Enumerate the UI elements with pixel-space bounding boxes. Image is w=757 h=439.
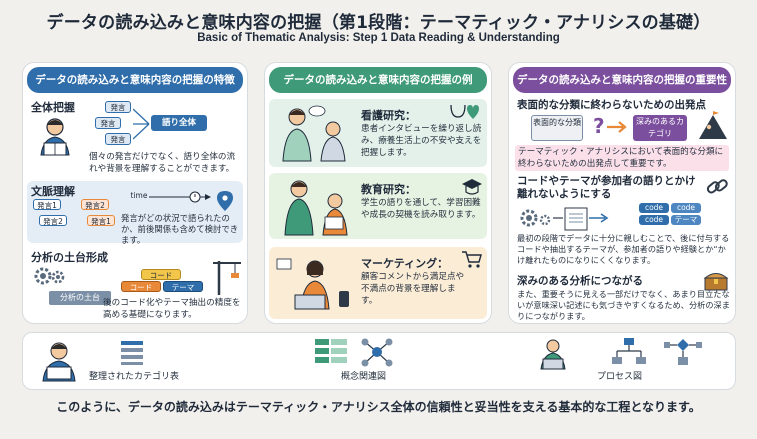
foundation-block: 分析の土台 [49, 291, 111, 305]
svg-text:?: ? [593, 114, 605, 138]
category-table-label: 整理されたカテゴリ表 [89, 372, 180, 382]
page-title: データの読み込みと意味内容の把握（第1段階：テーマティック・アナリシスの基礎） [46, 13, 711, 33]
time-label: time [130, 191, 148, 200]
shopping-cart-icon [462, 251, 482, 268]
climber-icon [699, 111, 727, 139]
close-to-narrative-title: コードやテーマが参加者の語りとかけ離れないようにする [517, 175, 696, 200]
converge-arrows-icon [133, 108, 150, 140]
code-tag-3: code [671, 203, 701, 213]
concept-map-icon [361, 338, 393, 367]
context-text: 発言がどの状況で語られたのか、前後関係も含めて検討できます。 [121, 213, 239, 245]
graduation-cap-icon [462, 179, 482, 195]
output-examples-panel: 整理されたカテゴリ表 概念関連図 [22, 332, 736, 390]
category-table-icon [121, 341, 143, 365]
marketing-text: 顧客コメントから満足点や不満点の背景を理解します。 [361, 272, 465, 306]
importance-card-header: データの読み込みと意味内容の把握の重要性 [513, 67, 731, 93]
process-tree-icon [612, 338, 646, 364]
education-title: 教育研究： [361, 183, 416, 196]
process-diagram-label: プロセス図 [597, 372, 643, 382]
context-title: 文脈理解 [31, 185, 75, 198]
overall-grasp-title: 全体把握 [31, 101, 75, 114]
chain-link-icon [706, 179, 728, 194]
education-text: 学生の語りを通して、学習困難や成長の契機を読み取ります。 [361, 198, 481, 220]
examples-card: データの読み込みと意味内容の把握の例 看護研究： 患者インタビューを繰り返し読み… [264, 62, 492, 324]
reader-icon [42, 342, 76, 382]
theme-block: テーマ [163, 281, 203, 292]
context-section-bg [27, 181, 243, 243]
nursing-text: 患者インタビューを繰り返し読み、療養生活上の不安や支えを把握します。 [361, 124, 482, 158]
importance-card: データの読み込みと意味内容の把握の重要性 表面的な分類に終わらないための出発点 … [508, 62, 736, 324]
page-subtitle: Basic of Thematic Analysis: Step 1 Data … [197, 32, 560, 44]
features-card-header: データの読み込みと意味内容の把握の特徴 [27, 67, 243, 93]
utterance-tag-3: 発言 [105, 133, 131, 145]
utterance-tag-2: 発言 [95, 117, 121, 129]
deep-analysis-title: 深みのある分析につながる [517, 275, 643, 287]
foundation-text: 後のコード化やテーマ抽出の精度を高める基礎になります。 [103, 298, 241, 320]
whole-narrative-tag: 語り全体 [151, 115, 207, 131]
code-block-2: コード [121, 281, 161, 292]
list-blocks-icon [315, 339, 347, 363]
treasure-chest-icon [703, 273, 729, 291]
deep-analysis-text: また、重要そうに見える一部だけでなく、あまり目立たないが意味深い記述にも気づきや… [517, 289, 730, 321]
reading-person-icon [40, 118, 70, 156]
flowchart-icon [664, 339, 702, 365]
theme-tag: テーマ [671, 215, 701, 225]
utterance-tag-1: 発言 [105, 101, 131, 113]
code-block-1: コード [141, 269, 181, 280]
starting-point-text: テーマティック・アナリシスにおいて表面的な分類に終わらないための出発点して重要で… [515, 145, 729, 171]
context-tag-4: 発言1 [87, 215, 115, 226]
context-tag-3: 発言2 [39, 215, 67, 226]
foundation-title: 分析の土台形成 [31, 251, 108, 264]
marketing-title: マーケティング： [361, 257, 449, 270]
examples-card-header: データの読み込みと意味内容の把握の例 [269, 67, 487, 93]
code-tag-2: code [639, 215, 669, 225]
surface-category-box: 表面的な分類 [531, 115, 583, 141]
gears-icon [34, 267, 65, 285]
deep-category-box: 深みのあるカテゴリ [633, 115, 687, 141]
close-to-narrative-text: 最初の段階でデータに十分に親しむことで、後に付与するコードや抽出するテーマが、参… [517, 233, 730, 265]
features-card: データの読み込みと意味内容の把握の特徴 全体把握 発言 発言 発言 語り全体 個… [22, 62, 248, 324]
stethoscope-heart-icon [450, 104, 479, 119]
starting-point-title: 表面的な分類に終わらないための出発点 [517, 99, 706, 111]
question-arrow-icon: ? [593, 114, 627, 138]
code-tag-1: code [639, 203, 669, 213]
nurse-patient-icon [282, 105, 346, 162]
gear-document-icon [520, 207, 609, 231]
crane-icon [213, 261, 241, 295]
context-tag-2: 発言2 [81, 199, 109, 210]
customer-laptop-icon [276, 258, 349, 310]
concept-map-label: 概念関連図 [341, 372, 387, 382]
overall-grasp-text: 個々の発言だけでなく、語り全体の流れや背景を理解することができます。 [89, 152, 236, 174]
laptop-person-icon [540, 339, 566, 370]
teacher-student-icon [284, 180, 348, 236]
summary-footer: このように、データの読み込みはテーマティック・アナリシス全体の信頼性と妥当性を支… [56, 400, 701, 414]
timeline-icon [149, 191, 233, 211]
nursing-title: 看護研究： [361, 109, 416, 122]
context-tag-1: 発言1 [33, 199, 61, 210]
